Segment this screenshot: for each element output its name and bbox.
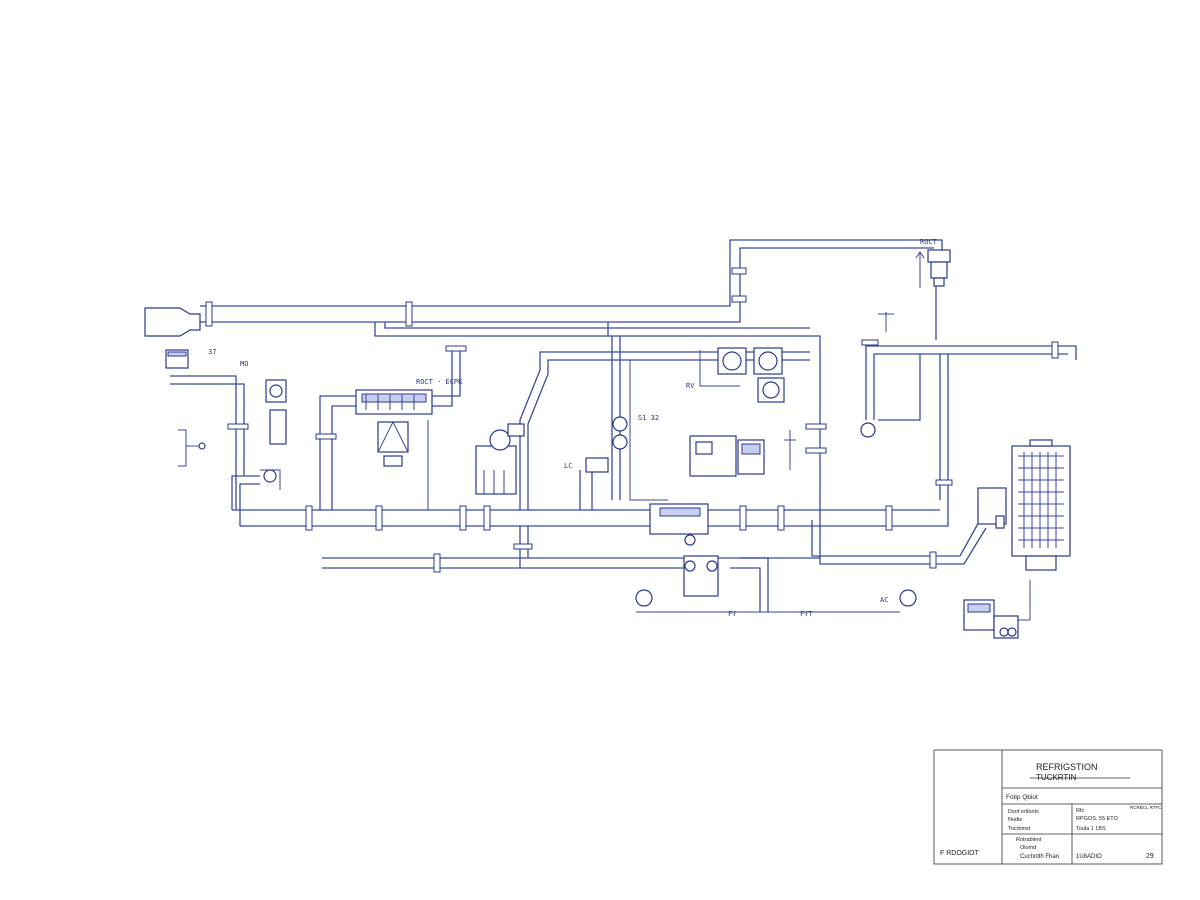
title-line-2: TUCKRTIN xyxy=(1036,773,1077,782)
inlet-nozzle xyxy=(144,307,201,337)
tag-roct-ecpk: ROCT · ECPK xyxy=(416,378,463,386)
tb-sheet-number: 29 xyxy=(1146,853,1154,860)
tb-row3-left: Tocrbmst xyxy=(1008,826,1031,832)
tb-row5-left: Olomd xyxy=(1020,845,1036,851)
tb-footer-left: F RDOGIOT xyxy=(940,850,980,857)
tag-rv: RV xyxy=(686,382,695,390)
tag-fyt: FYT xyxy=(800,610,813,618)
tb-row1-right2: RPGOS. 55 ETO xyxy=(1076,816,1118,822)
tag-fy: FY xyxy=(728,610,737,618)
flow-indicator-right xyxy=(899,589,917,607)
tb-row3-right: Toula 1 1BS xyxy=(1076,826,1106,832)
condenser-coil xyxy=(1011,445,1071,557)
tb-row6-mid: 1U8ADIO xyxy=(1076,854,1102,860)
tb-row6-left: Cuchntlh Fhan xyxy=(1020,854,1059,860)
tb-row1-left: Dsof ertlonts xyxy=(1008,809,1039,815)
title-line-1: REFRIGSTION xyxy=(1036,762,1098,772)
tag-ac: AC xyxy=(880,596,888,604)
title-block: REFRIGSTION TUCKRTIN Fotip Qbiot Dsof er… xyxy=(933,749,1163,865)
tag-mo: MO xyxy=(240,360,248,368)
relief-valve xyxy=(927,249,951,263)
condenser-fins xyxy=(1018,452,1064,548)
tag-lc: LC xyxy=(564,462,572,470)
tb-row2-left: Nodie xyxy=(1008,817,1022,823)
tb-row4-left: Rotrablent xyxy=(1016,837,1042,843)
tb-row2-right: RCRBCL RTFC xyxy=(1130,805,1162,810)
equipment xyxy=(144,249,1071,639)
control-valve xyxy=(860,422,876,438)
solenoid-valve xyxy=(612,416,628,432)
tag-roct: ROCT xyxy=(920,238,938,246)
tb-row1-right1: Rfc xyxy=(1076,808,1085,814)
title-block-section: Fotip Qbiot xyxy=(1006,794,1038,801)
tag-s1-32: S1 32 xyxy=(638,414,659,422)
filter-drier xyxy=(377,421,409,453)
flow-indicator-left xyxy=(635,589,653,607)
instrument-tags: 37 MO ROCT · ECPK RV S1 32 ROCT FY FYT L… xyxy=(208,238,938,618)
flanges xyxy=(205,267,1059,573)
receiver-tank xyxy=(475,445,517,495)
tag-37: 37 xyxy=(208,348,216,356)
